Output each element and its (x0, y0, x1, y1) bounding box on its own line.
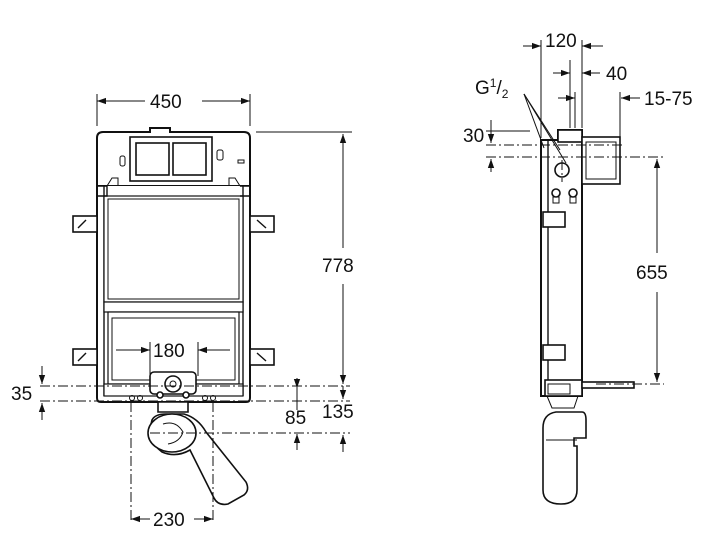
outlet-fitting (129, 371, 249, 506)
dim-base-offset: 35 (11, 384, 32, 405)
dim-outlet-drop: 85 (285, 408, 306, 429)
flush-button-right (172, 142, 207, 176)
dim-front-height: 778 (322, 256, 354, 277)
thread-callout: G1/2 (475, 76, 509, 101)
cistern-badge (237, 159, 245, 164)
thread-sup: 1 (490, 76, 497, 90)
dim-bolt-spacing: 180 (153, 341, 185, 362)
dim-outlet-depth: 135 (322, 402, 354, 423)
dim-front-width: 450 (150, 92, 182, 113)
frame-crossbar (103, 301, 244, 313)
front-view: 450 778 180 35 85 135 230 (11, 92, 354, 531)
flush-button-left (135, 142, 170, 176)
thread-prefix: G (475, 78, 490, 99)
wall-bracket-top-left (72, 215, 98, 233)
side-drain-pipe (542, 411, 587, 505)
frame-upper-panel (103, 195, 244, 303)
dim-side-depth: 120 (545, 31, 577, 52)
thread-sub: 2 (502, 87, 509, 101)
dim-side-adjust: 15-75 (644, 89, 693, 110)
dim-side-height: 655 (636, 263, 668, 284)
side-support-rod (581, 381, 635, 389)
wall-bracket-bottom-right (249, 348, 275, 366)
side-view: 120 40 15-75 30 G1/2 655 (463, 31, 693, 505)
thread-slash: / (496, 78, 502, 99)
wall-bracket-bottom-left (72, 348, 98, 366)
plate-clip-right (216, 149, 224, 161)
dim-outlet-width: 230 (153, 510, 185, 531)
dim-side-inlet-height: 30 (463, 126, 484, 147)
dim-side-inlet-offset: 40 (606, 64, 627, 85)
plate-clip-left (119, 155, 126, 167)
side-inlet-box (581, 136, 621, 185)
wall-bracket-top-right (249, 215, 275, 233)
